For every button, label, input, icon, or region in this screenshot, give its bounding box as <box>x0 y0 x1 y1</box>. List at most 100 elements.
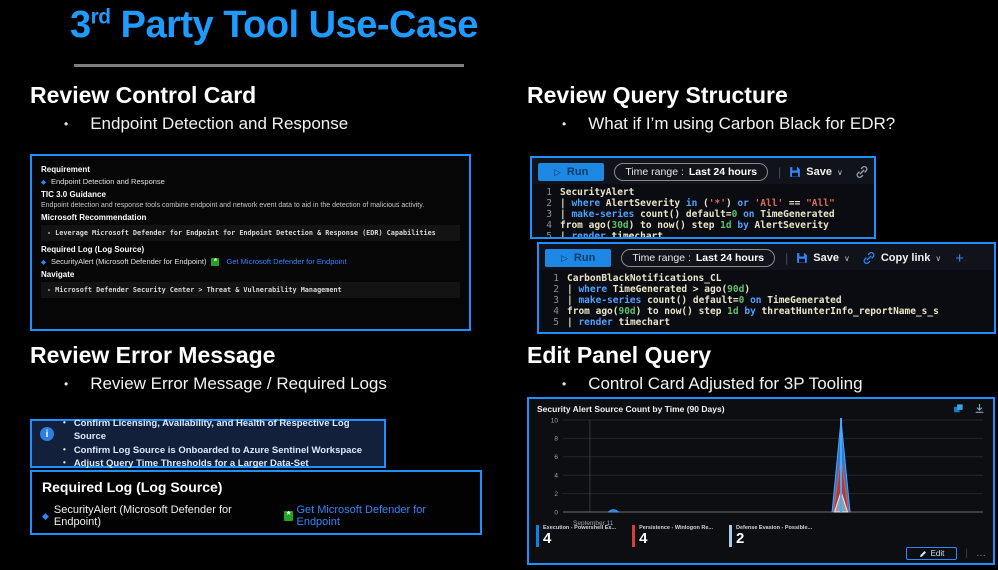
card-navigate-code: - Microsoft Defender Security Center > T… <box>41 282 460 298</box>
svg-text:6: 6 <box>554 454 558 461</box>
required-log-item: ◆ SecurityAlert (Microsoft Defender for … <box>42 504 470 528</box>
save-button[interactable]: Save∨ <box>796 252 850 264</box>
get-app-icon: * <box>211 257 220 266</box>
get-defender-link[interactable]: Get Microsoft Defender for Endpoint <box>226 257 347 266</box>
copy-link-icon[interactable] <box>855 165 869 179</box>
card-tic-heading: TIC 3.0 Guidance <box>41 190 106 199</box>
diamond-icon: ◆ <box>41 258 46 266</box>
timechart-plot: 10 8 6 4 2 0 <box>551 417 983 516</box>
x-axis-tick-label: September 11 <box>573 520 614 527</box>
chevron-down-icon: ∨ <box>843 253 850 263</box>
bullet-icon: • <box>63 417 66 427</box>
svg-text:4: 4 <box>554 473 558 480</box>
code-line: 3| make-series count() default=0 on Time… <box>546 209 835 220</box>
chart-panel: Security Alert Source Count by Time (90 … <box>527 397 995 565</box>
card-tic-text: Endpoint detection and response tools co… <box>41 202 425 209</box>
card-navigate-heading: Navigate <box>41 270 75 279</box>
info-bullet: •Confirm Licensing, Availability, and He… <box>63 417 350 443</box>
toolbar-divider: | <box>785 251 789 265</box>
time-range-picker[interactable]: Time range :Last 24 hours <box>614 163 769 181</box>
bullet-query-structure: •What if I’m using Carbon Black for EDR? <box>562 114 896 133</box>
copy-link-button[interactable]: Copy link∨ <box>862 251 941 265</box>
error-info-box: i •Confirm Licensing, Availability, and … <box>30 417 386 469</box>
bullet-icon: • <box>63 444 66 454</box>
run-icon: ▷ <box>554 166 561 177</box>
chart-legend: Execution - Powershell Ex...4 Persistenc… <box>536 525 812 547</box>
code-line: 5| render timechart <box>546 231 663 239</box>
legend-item: Defense Evasion - Possible...2 <box>728 525 812 547</box>
bullet-edit-panel: •Control Card Adjusted for 3P Tooling <box>562 374 863 393</box>
get-defender-link[interactable]: Get Microsoft Defender for Endpoint <box>296 504 427 528</box>
code-line: 5| render timechart <box>553 317 670 328</box>
svg-text:2: 2 <box>554 491 558 498</box>
info-bullet: •Adjust Query Time Thresholds for a Larg… <box>63 457 309 469</box>
save-icon <box>797 253 808 263</box>
code-line: 2| where TimeGenerated > ago(90d) <box>553 284 751 295</box>
diamond-icon: ◆ <box>42 510 49 521</box>
bullet-icon: • <box>562 117 567 131</box>
card-recommendation-code: - Leverage Microsoft Defender for Endpoi… <box>41 225 460 241</box>
editor-toolbar: ▷Run Time range :Last 24 hours | Save∨ C… <box>539 244 994 270</box>
heading-edit-panel-query: Edit Panel Query <box>527 342 712 368</box>
more-options-button[interactable]: … <box>976 548 987 559</box>
bullet-control-card: •Endpoint Detection and Response <box>64 114 349 133</box>
title-superscript: rd <box>90 5 111 29</box>
title-underline <box>74 64 464 67</box>
card-required-log-heading: Required Log (Log Source) <box>41 245 145 254</box>
legend-item: Persistence - Winlogon Re...4 <box>632 525 713 547</box>
footer-divider: | <box>965 548 968 559</box>
info-bullet: •Confirm Log Source is Onboarded to Azur… <box>63 444 363 456</box>
svg-text:8: 8 <box>554 436 558 443</box>
toolbar-divider: | <box>778 165 782 179</box>
get-app-icon: * <box>283 511 294 521</box>
bullet-error-message: •Review Error Message / Required Logs <box>64 374 387 393</box>
card-requirement-item: ◆Endpoint Detection and Response <box>41 177 165 186</box>
card-required-log-item: ◆SecurityAlert (Microsoft Defender for E… <box>41 256 347 266</box>
heading-review-error-message: Review Error Message <box>30 342 276 368</box>
page-title: 3rd Party Tool Use-Case <box>70 4 478 46</box>
time-range-picker[interactable]: Time range :Last 24 hours <box>621 249 776 267</box>
bullet-icon: • <box>63 457 66 467</box>
code-line: 3| make-series count() default=0 on Time… <box>553 295 842 306</box>
run-icon: ▷ <box>561 252 568 263</box>
card-recommendation-heading: Microsoft Recommendation <box>41 213 147 222</box>
editor-toolbar: ▷Run Time range :Last 24 hours | Save∨ <box>532 158 874 184</box>
bullet-icon: • <box>64 117 69 131</box>
copy-link-icon <box>863 252 875 264</box>
heading-review-query-structure: Review Query Structure <box>527 82 788 108</box>
legend-swatch <box>536 525 539 547</box>
pin-icon[interactable] <box>953 403 964 414</box>
query-editor-carbonblack: ▷Run Time range :Last 24 hours | Save∨ C… <box>537 242 996 334</box>
pencil-icon <box>919 550 926 557</box>
chart-title: Security Alert Source Count by Time (90 … <box>537 404 725 414</box>
heading-review-control-card: Review Control Card <box>30 82 257 108</box>
run-button[interactable]: ▷Run <box>538 163 605 181</box>
run-button[interactable]: ▷Run <box>545 249 612 267</box>
new-alert-rule-plus-icon[interactable]: + <box>955 249 964 267</box>
query-editor-securityalert: ▷Run Time range :Last 24 hours | Save∨ 1… <box>530 156 876 239</box>
diamond-icon: ◆ <box>41 178 46 186</box>
chevron-down-icon: ∨ <box>935 253 942 263</box>
control-card: Requirement ◆Endpoint Detection and Resp… <box>30 154 471 331</box>
download-icon[interactable] <box>974 403 985 414</box>
legend-swatch <box>728 525 732 547</box>
save-button[interactable]: Save∨ <box>789 166 843 178</box>
save-icon <box>790 167 801 177</box>
svg-text:0: 0 <box>554 509 558 516</box>
code-line: 2| where AlertSeverity in ('*') or 'All'… <box>546 198 835 209</box>
info-icon: i <box>40 427 54 441</box>
required-log-heading: Required Log (Log Source) <box>42 479 223 495</box>
svg-text:10: 10 <box>551 417 559 424</box>
card-requirement-heading: Requirement <box>41 165 90 174</box>
bullet-icon: • <box>562 377 567 391</box>
legend-swatch <box>632 525 636 547</box>
bullet-icon: • <box>64 377 69 391</box>
edit-button[interactable]: Edit <box>905 547 958 560</box>
